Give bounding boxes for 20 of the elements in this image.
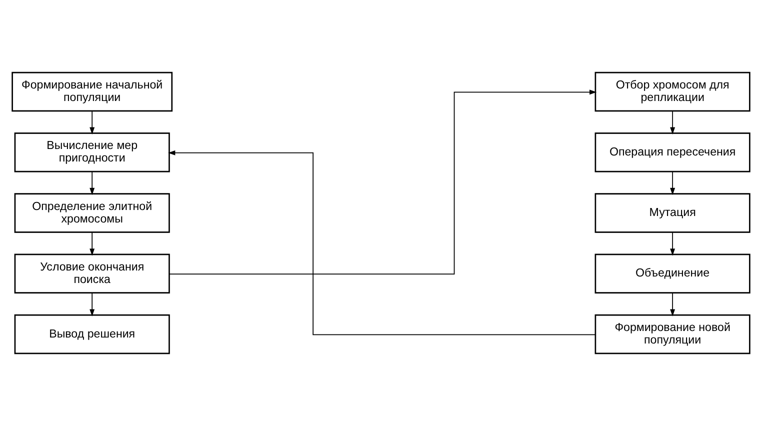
node-box: Определение элитной хромосомы — [14, 192, 170, 232]
arrow — [670, 170, 676, 195]
node-box: Отбор хромосом для репликации — [594, 71, 750, 112]
arrow — [168, 150, 596, 335]
node-box: Формирование новой популяции — [594, 314, 750, 354]
arrow — [168, 89, 597, 274]
arrow — [90, 170, 95, 195]
node-box: Операция пересечения — [594, 132, 750, 172]
node-box: Мутация — [594, 192, 750, 232]
arrow — [90, 292, 95, 316]
arrow — [90, 231, 95, 256]
node-box: Формирование начальной популяции — [12, 71, 173, 112]
arrow — [670, 231, 676, 256]
node-box: Объединение — [594, 253, 750, 293]
node-box: Вывод решения — [14, 314, 170, 354]
arrow — [90, 110, 95, 134]
node-box: Вычисление мер пригодности — [14, 132, 170, 172]
arrow — [670, 292, 676, 316]
arrow — [670, 110, 676, 134]
node-box: Условие окончания поиска — [14, 253, 170, 293]
